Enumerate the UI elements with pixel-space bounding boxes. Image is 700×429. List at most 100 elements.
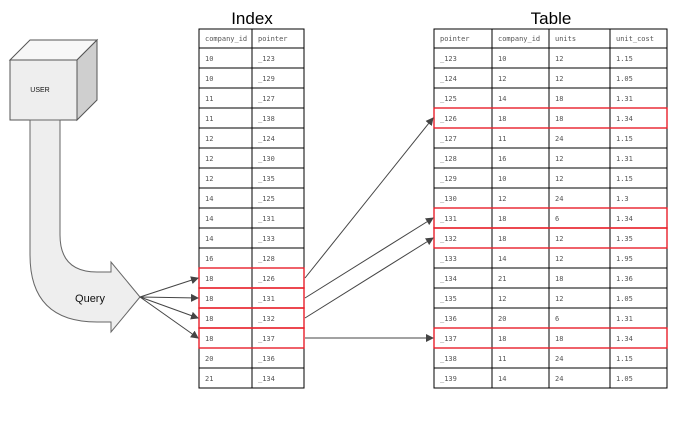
index-cell: _136	[258, 355, 275, 363]
index-cell: _132	[258, 315, 275, 323]
table-cell: 12	[498, 75, 506, 83]
table-cell: 24	[555, 375, 563, 383]
table-cell: 12	[498, 295, 506, 303]
index-cell: 18	[205, 315, 213, 323]
table-cell: 1.05	[616, 375, 633, 383]
table-cell: 12	[498, 195, 506, 203]
index-cell: 11	[205, 115, 213, 123]
table-cell: 12	[555, 155, 563, 163]
table-cell: 1.15	[616, 135, 633, 143]
table-cell: 14	[498, 255, 506, 263]
table-cell: 20	[498, 315, 506, 323]
index-cell: 20	[205, 355, 213, 363]
table-cell: 1.31	[616, 155, 633, 163]
table-cell: 24	[555, 355, 563, 363]
index-cell: 11	[205, 95, 213, 103]
index-cell: 18	[205, 295, 213, 303]
table-cell: _123	[440, 55, 457, 63]
table-cell: 12	[555, 175, 563, 183]
table-cell: _134	[440, 275, 457, 283]
pointer-arrow	[304, 117, 434, 279]
query-fan-arrows	[139, 276, 199, 339]
table-cell: 1.34	[616, 335, 633, 343]
query-label: Query	[75, 293, 105, 305]
table-cell: 1.05	[616, 295, 633, 303]
user-label: USER	[30, 87, 49, 94]
table-cell: _137	[440, 335, 457, 343]
pointer-arrows	[304, 117, 434, 342]
table-cell: 14	[498, 375, 506, 383]
index-header-cell: company_id	[205, 35, 247, 43]
index-cell: _126	[258, 275, 275, 283]
table-cell: 1.34	[616, 115, 633, 123]
table-cell: 6	[555, 215, 559, 223]
index-cell: _124	[258, 135, 275, 143]
table-highlighted-row	[433, 227, 668, 249]
index-cell: _131	[258, 295, 275, 303]
table-cell: _126	[440, 115, 457, 123]
pointer-arrow	[304, 237, 434, 319]
table-cell: _135	[440, 295, 457, 303]
index-header-cell: pointer	[258, 35, 288, 43]
table-highlighted-row	[433, 107, 668, 129]
query-fan-arrow	[139, 296, 199, 339]
table-cell: 14	[498, 95, 506, 103]
index-cell: _130	[258, 155, 275, 163]
table-title: Table	[531, 9, 572, 28]
table-cell: 10	[498, 55, 506, 63]
table-cell: _139	[440, 375, 457, 383]
table-cell: 6	[555, 315, 559, 323]
index-title: Index	[231, 9, 273, 28]
table-cell: _132	[440, 235, 457, 243]
query-fan-arrow	[139, 296, 199, 320]
table-cell: _125	[440, 95, 457, 103]
table-cell: _138	[440, 355, 457, 363]
table-header-cell: company_id	[498, 35, 540, 43]
query-fan-arrow	[139, 293, 199, 302]
table-cell: _128	[440, 155, 457, 163]
table-cell: _133	[440, 255, 457, 263]
index-cell: 12	[205, 175, 213, 183]
table-cell: 18	[555, 335, 563, 343]
table-cell: 1.3	[616, 195, 629, 203]
table-header-cell: unit_cost	[616, 35, 654, 43]
table-cell: 12	[555, 75, 563, 83]
user-box-front	[9, 59, 78, 121]
index-cell: _129	[258, 75, 275, 83]
table-cell: 12	[555, 295, 563, 303]
table-cell: _129	[440, 175, 457, 183]
table-cell: 16	[498, 155, 506, 163]
index-cell: 12	[205, 135, 213, 143]
table-cell: 18	[555, 115, 563, 123]
table-header-cell: pointer	[440, 35, 470, 43]
index-cell: 21	[205, 375, 213, 383]
index-cell: 10	[205, 75, 213, 83]
table-highlighted-row	[433, 327, 668, 349]
index-cell: _135	[258, 175, 275, 183]
table-cell: 1.36	[616, 275, 633, 283]
table-cell: 1.15	[616, 355, 633, 363]
table-cell: 12	[555, 255, 563, 263]
index-highlighted-row	[198, 327, 305, 349]
index-cell: 14	[205, 215, 213, 223]
index-cell: _127	[258, 95, 275, 103]
table-cell: 12	[555, 235, 563, 243]
query-arrow: Query	[29, 119, 141, 334]
index-cell: _138	[258, 115, 275, 123]
index-cell: _123	[258, 55, 275, 63]
table-cell: 10	[498, 175, 506, 183]
table-cell: 1.31	[616, 315, 633, 323]
index-cell: 18	[205, 335, 213, 343]
table-cell: 1.15	[616, 55, 633, 63]
index-cell: 14	[205, 235, 213, 243]
table-cell: 24	[555, 195, 563, 203]
index-cell: 14	[205, 195, 213, 203]
table-cell: 1.34	[616, 215, 633, 223]
table-cell: 12	[555, 55, 563, 63]
query-arrow-shape	[29, 119, 141, 334]
table-cell: _131	[440, 215, 457, 223]
table-cell: 18	[498, 115, 506, 123]
table-cell: 18	[555, 95, 563, 103]
